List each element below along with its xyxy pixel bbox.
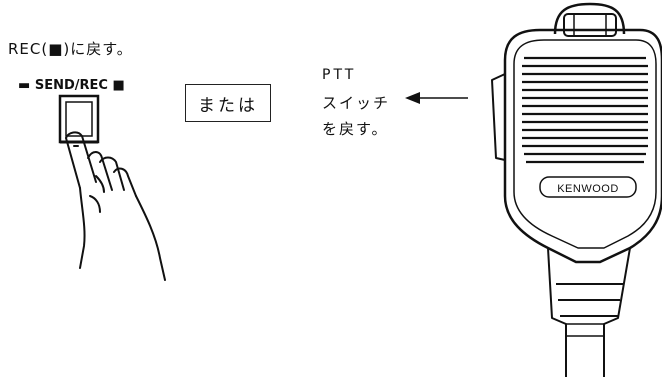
ptt-arrow <box>405 92 468 104</box>
ptt-note-line3: を戻す。 <box>322 120 389 138</box>
rec-instruction-text: REC(■)に戻す。 <box>8 40 133 58</box>
microphone-grille <box>522 56 648 164</box>
send-indicator-icon: ▬ <box>18 78 31 93</box>
rec-indicator-icon: ■ <box>112 78 125 93</box>
microphone-brand-text: KENWOOD <box>557 183 619 195</box>
ptt-note-line2: スイッチ <box>322 94 391 112</box>
send-rec-label-text: SEND/REC <box>34 78 108 93</box>
send-rec-switch <box>58 94 100 144</box>
or-text: または <box>198 95 258 116</box>
send-rec-switch-label: ▬ SEND/REC ■ <box>18 78 125 93</box>
or-box: または <box>185 84 271 122</box>
hand-illustration <box>65 131 166 281</box>
ptt-note-line1: PTT <box>322 67 357 83</box>
